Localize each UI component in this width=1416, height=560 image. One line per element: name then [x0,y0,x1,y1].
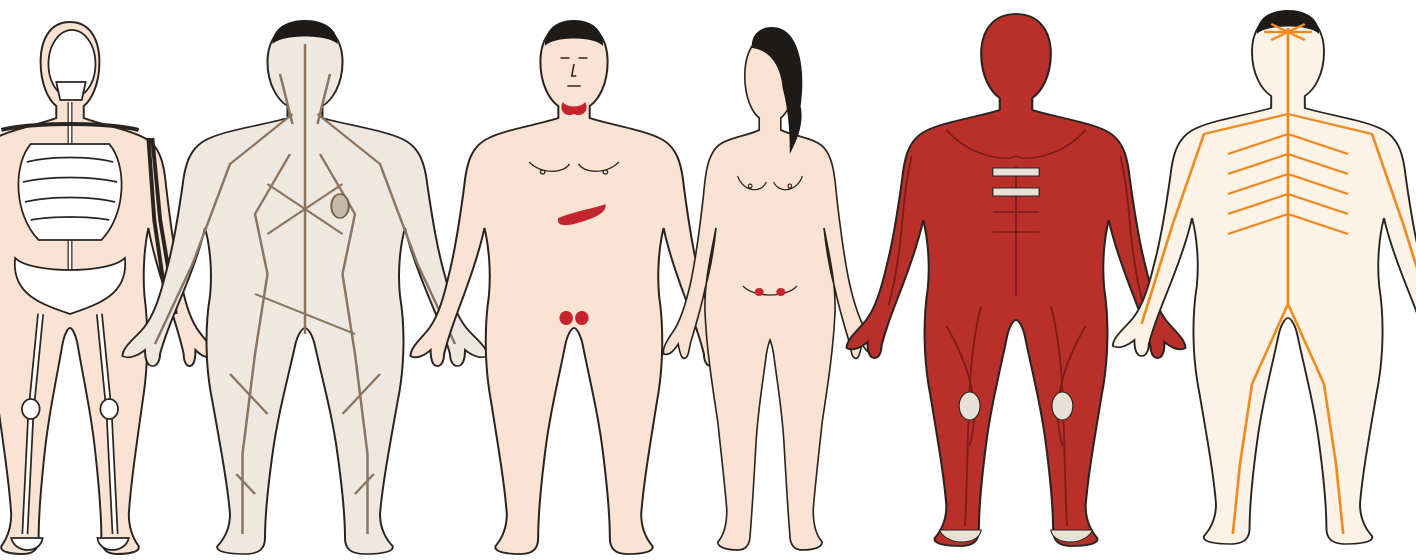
testis-left [559,311,572,325]
skeleton-icon [0,30,176,550]
spleen [331,194,349,218]
censor-block [1000,406,1019,456]
body-outline [410,22,737,554]
figure-endocrine-male [410,20,737,554]
figure-muscular-system [847,14,1186,546]
testis-right [575,311,588,325]
figure-lymphatic-system [123,20,488,554]
body-outline [1113,12,1416,544]
figure-nervous-system [1113,10,1416,544]
figure-endocrine-female [663,27,876,550]
lymph-vessels-icon [155,44,455,534]
body-outline [663,36,876,550]
